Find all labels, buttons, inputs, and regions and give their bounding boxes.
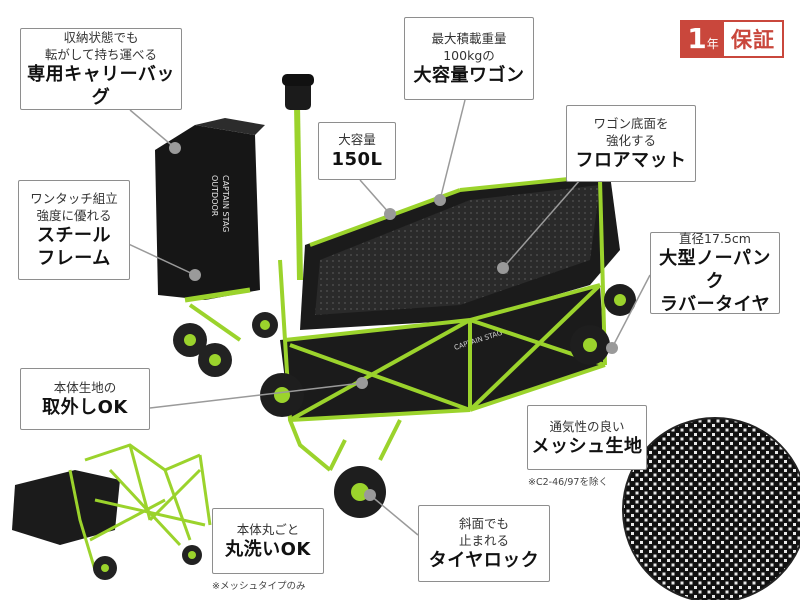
callout-tire: 直径17.5cm 大型ノーパンク ラバータイヤ [650, 231, 780, 315]
callout-removable: 本体生地の 取外しOK [20, 368, 150, 430]
callout-washable-small: 本体丸ごと [236, 522, 300, 537]
warranty-label: 保証 [731, 28, 775, 52]
callout-carry-bag-small: 収納状態でも 転がして持ち運べる [44, 30, 158, 62]
callout-steel-frame-big: スチール フレーム [37, 225, 111, 269]
callout-tire-lock: 斜面でも 止まれる タイヤロック [418, 505, 550, 582]
callout-tire-big: 大型ノーパンク ラバータイヤ [659, 248, 771, 315]
callout-washable: 本体丸ごと 丸洗いOK [212, 508, 324, 574]
callout-carry-bag: 収納状態でも 転がして持ち運べる 専用キャリーバッグ [20, 28, 182, 110]
callout-tire-lock-big: タイヤロック [428, 550, 540, 571]
callout-floor-mat-big: フロアマット [575, 150, 687, 171]
bag-brand-print: CAPTAIN STAG [221, 175, 230, 232]
callout-capacity-small: 大容量 [338, 132, 376, 147]
mesh-closeup [622, 417, 800, 600]
callout-washable-big: 丸洗いOK [225, 539, 311, 560]
callout-capacity-load-big: 大容量ワゴン [413, 65, 525, 86]
callout-mesh-small: 通気性の良い [549, 418, 625, 434]
callout-tire-lock-small: 斜面でも 止まれる [458, 516, 509, 548]
callout-capacity-load-small: 最大積載重量 100kgの [431, 31, 507, 63]
callout-removable-big: 取外しOK [42, 397, 128, 418]
callout-carry-bag-big: 専用キャリーバッグ [27, 64, 175, 108]
callout-mesh-big: メッシュ生地 [531, 435, 643, 457]
callout-mesh: 通気性の良い メッシュ生地 [527, 405, 647, 470]
callout-steel-frame-small: ワンタッチ組立 強度に優れる [30, 191, 118, 223]
carry-bag: CAPTAIN STAG OUTDOOR [155, 118, 278, 377]
mesh-footnote: ※C2-46/97を除く [528, 477, 608, 488]
callout-tire-small: 直径17.5cm [679, 231, 751, 246]
warranty-unit: 年 [706, 37, 719, 51]
warranty-badge: 1 年 保証 [680, 20, 784, 58]
callout-removable-small: 本体生地の [53, 380, 117, 395]
warranty-duration: 1 年 [682, 22, 724, 56]
callout-capacity-big: 150L [331, 149, 383, 170]
wash-footnote: ※メッシュタイプのみ [212, 581, 306, 592]
warranty-number: 1 [687, 22, 707, 55]
svg-text:OUTDOOR: OUTDOOR [210, 175, 219, 217]
folded-frame [12, 443, 212, 580]
callout-connectors [119, 99, 651, 536]
callout-capacity-load: 最大積載重量 100kgの 大容量ワゴン [404, 17, 534, 100]
callout-floor-mat-small: ワゴン底面を 強化する [593, 116, 669, 148]
callout-steel-frame: ワンタッチ組立 強度に優れる スチール フレーム [18, 180, 130, 280]
callout-capacity: 大容量 150L [318, 122, 396, 180]
callout-floor-mat: ワゴン底面を 強化する フロアマット [566, 105, 696, 182]
